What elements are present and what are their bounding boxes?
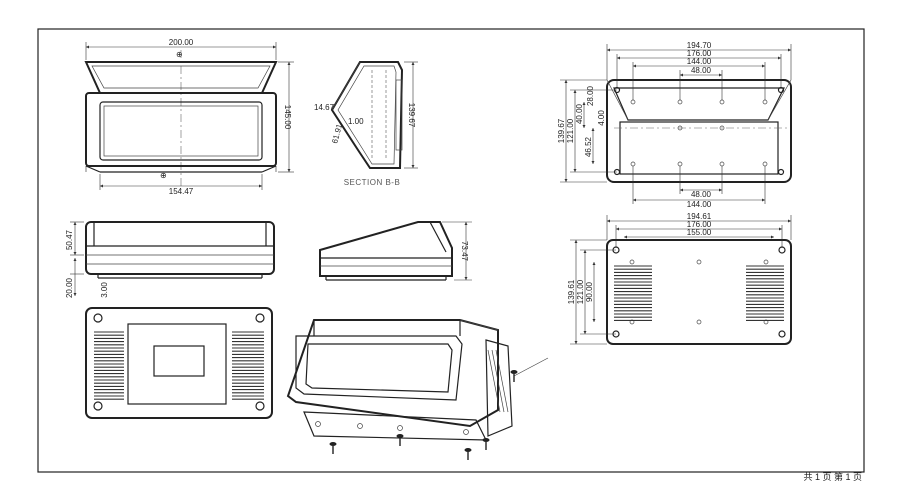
svg-text:139.67: 139.67 [557, 118, 566, 143]
front-view: 200.00 ⊕ ⊕ 145.00 154.47 [84, 38, 294, 196]
top-view-left-dims: 139.67 121.00 40.00 46.52 [557, 79, 617, 183]
svg-text:176.00: 176.00 [687, 49, 712, 58]
section-caption: SECTION B-B [344, 178, 401, 187]
svg-text:144.00: 144.00 [687, 57, 712, 66]
svg-text:144.00: 144.00 [687, 200, 712, 209]
screw [510, 370, 518, 382]
svg-text:48.00: 48.00 [691, 190, 712, 199]
section-view: 14.67 1.00 61.91 139.67 SECTION B-B [314, 61, 418, 187]
side-view: 50.47 20.00 3.00 [65, 221, 275, 298]
svg-text:176.00: 176.00 [687, 220, 712, 229]
screw [482, 438, 490, 450]
top-view-inner-label-b: 4.00 [597, 110, 606, 126]
front-width-label: 200.00 [169, 38, 194, 47]
svg-text:46.52: 46.52 [584, 136, 593, 157]
front-bottom-label: 154.47 [169, 187, 194, 196]
top-view-bottom-dims: 48.00 144.00 [632, 166, 766, 209]
svg-text:⊕: ⊕ [176, 50, 183, 59]
svg-text:155.00: 155.00 [687, 228, 712, 237]
side-height-label: 50.47 [65, 229, 74, 250]
side-base-label: 20.00 [65, 277, 74, 298]
svg-text:194.61: 194.61 [687, 212, 712, 221]
svg-text:48.00: 48.00 [691, 66, 712, 75]
base-plate-view [85, 307, 273, 419]
screw-icon [329, 370, 518, 460]
section-label-c: 61.91 [330, 122, 344, 144]
svg-text:⊕: ⊕ [160, 171, 167, 180]
svg-text:121.00: 121.00 [566, 118, 575, 143]
section-label-a: 14.67 [314, 103, 335, 112]
drawing-border [37, 28, 865, 473]
top-view: 194.70 176.00 144.00 48.00 48.00 144.00 [557, 41, 792, 209]
bottom-view: 194.61 176.00 155.00 139.61 121.00 90.00 [567, 212, 792, 345]
svg-text:121.00: 121.00 [576, 279, 585, 304]
isometric-view [286, 319, 549, 441]
right-view: 73.47 [319, 221, 472, 281]
top-view-top-dims: 194.70 176.00 144.00 48.00 [606, 41, 792, 100]
bottom-view-left-dims: 139.61 121.00 90.00 [567, 239, 616, 345]
screw [464, 448, 472, 460]
screw [396, 434, 404, 446]
front-height-label: 145.00 [283, 105, 292, 130]
section-label-b: 1.00 [348, 117, 364, 126]
side-wall-label: 3.00 [100, 282, 109, 298]
screw [329, 442, 337, 454]
top-view-inner-label-a: 28.00 [586, 85, 595, 106]
page-info: 共 1 页 第 1 页 [803, 471, 862, 482]
right-height-label: 73.47 [460, 241, 469, 262]
section-height-label: 139.67 [407, 103, 416, 128]
svg-text:40.00: 40.00 [575, 103, 584, 124]
svg-text:194.70: 194.70 [687, 41, 712, 50]
bottom-view-top-dims: 194.61 176.00 155.00 [606, 212, 792, 248]
svg-text:139.61: 139.61 [567, 279, 576, 304]
svg-text:90.00: 90.00 [585, 281, 594, 302]
